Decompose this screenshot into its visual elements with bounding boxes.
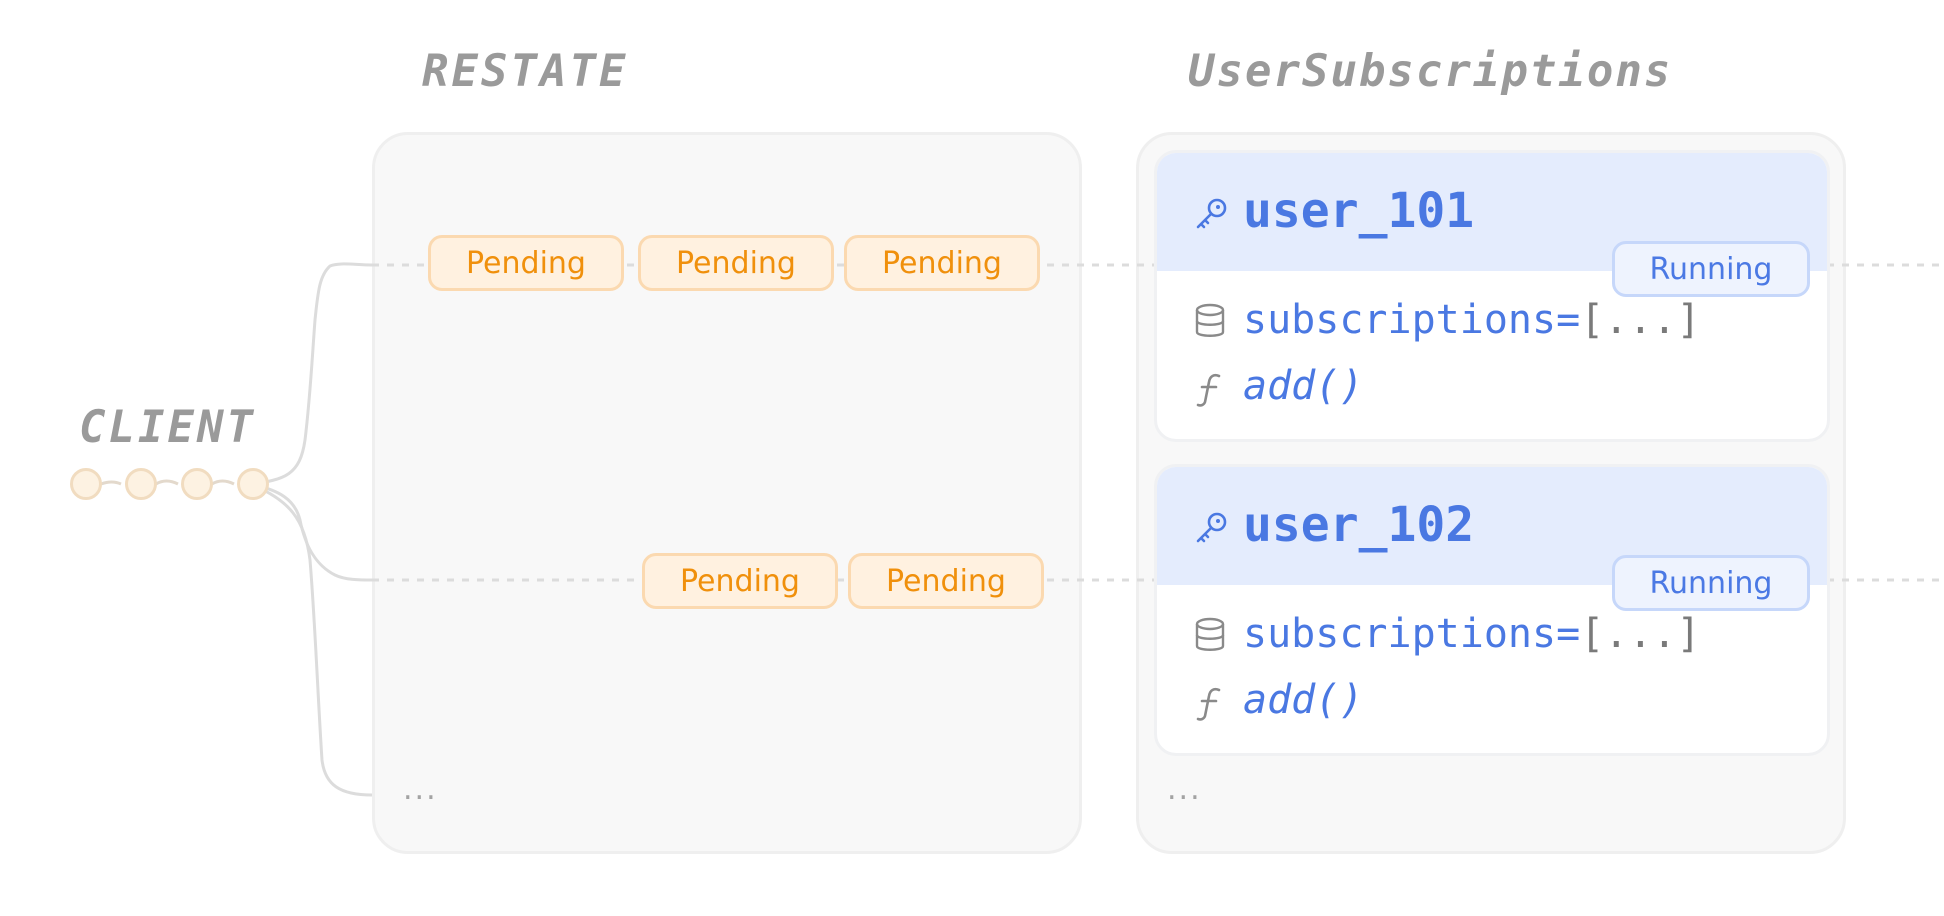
pending-pill: Pending bbox=[848, 553, 1044, 609]
client-request-dot bbox=[237, 468, 269, 500]
object-key: user_102 bbox=[1243, 497, 1475, 553]
pending-pill: Pending bbox=[428, 235, 624, 291]
state-entry: subscriptions=[...] bbox=[1243, 611, 1701, 657]
client-title: CLIENT bbox=[79, 402, 256, 453]
function-icon bbox=[1196, 687, 1221, 721]
running-badge: Running bbox=[1612, 555, 1810, 611]
client-branch-bottom bbox=[249, 482, 373, 797]
client-branch-middle bbox=[249, 482, 373, 582]
client-branch-top bbox=[249, 262, 373, 486]
key-icon bbox=[1196, 198, 1227, 229]
service-title: UserSubscriptions bbox=[1188, 46, 1673, 97]
running-badge: Running bbox=[1612, 241, 1810, 297]
service-more-indicator: ... bbox=[1167, 772, 1202, 807]
client-request-dot bbox=[70, 468, 102, 500]
state-value: [...] bbox=[1580, 611, 1701, 657]
key-icon bbox=[1196, 512, 1227, 543]
database-icon bbox=[1195, 617, 1225, 651]
pending-pill: Pending bbox=[638, 235, 834, 291]
client-link-1 bbox=[100, 480, 122, 486]
client-link-3 bbox=[211, 479, 235, 486]
handler-name[interactable]: add() bbox=[1243, 363, 1364, 409]
state-value: [...] bbox=[1580, 297, 1701, 343]
client-link-2 bbox=[155, 479, 179, 486]
restate-title: RESTATE bbox=[422, 46, 629, 97]
handler-name[interactable]: add() bbox=[1243, 677, 1364, 723]
function-icon bbox=[1196, 373, 1221, 407]
state-name: subscriptions= bbox=[1243, 297, 1581, 343]
client-request-dot bbox=[181, 468, 213, 500]
virtual-object-card: user_101 subscriptions=[...] add() bbox=[1154, 150, 1830, 442]
client-request-dot bbox=[125, 468, 157, 500]
state-name: subscriptions= bbox=[1243, 611, 1581, 657]
state-entry: subscriptions=[...] bbox=[1243, 297, 1701, 343]
object-key: user_101 bbox=[1243, 183, 1475, 239]
pending-pill: Pending bbox=[844, 235, 1040, 291]
database-icon bbox=[1195, 303, 1225, 337]
restate-more-indicator: ... bbox=[403, 772, 438, 807]
pending-pill: Pending bbox=[642, 553, 838, 609]
